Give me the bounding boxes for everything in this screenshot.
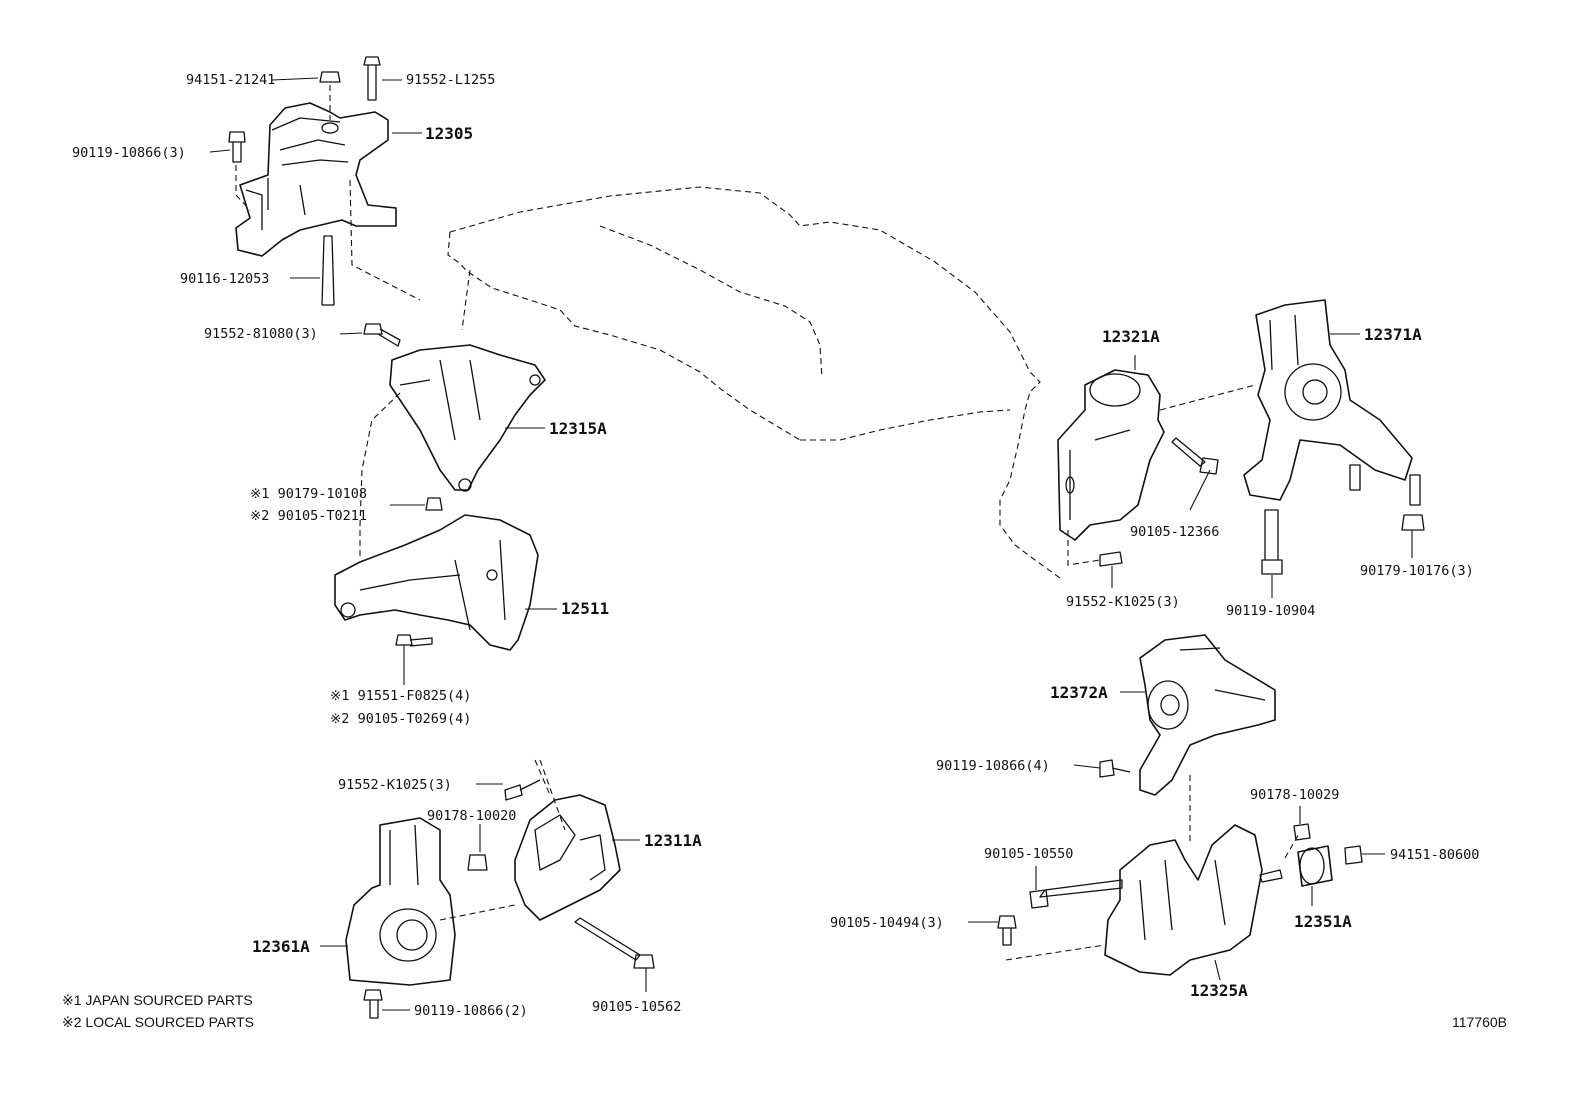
- label-90178-10020[interactable]: 90178-10020: [427, 808, 516, 824]
- label-90179-10108[interactable]: ※1 90179-10108: [250, 486, 367, 502]
- label-12372A[interactable]: 12372A: [1050, 683, 1108, 702]
- note-japan-sourced: ※1 JAPAN SOURCED PARTS: [62, 992, 253, 1008]
- footnotes: ※1 JAPAN SOURCED PARTS ※2 LOCAL SOURCED …: [62, 992, 1507, 1030]
- mount-12371A: [1243, 299, 1425, 575]
- label-90119-10866-2[interactable]: 90119-10866(2): [414, 1003, 528, 1019]
- leader-lines: [209, 77, 1413, 1011]
- mount-12305: [228, 56, 421, 306]
- mount-12372A: [1099, 634, 1276, 845]
- label-91552-K1025-3-right[interactable]: 91552-K1025(3): [1066, 594, 1180, 610]
- label-94151-21241[interactable]: 94151-21241: [186, 72, 275, 88]
- label-91552-L1255[interactable]: 91552-L1255: [406, 72, 495, 88]
- label-12315A[interactable]: 12315A: [549, 419, 607, 438]
- label-90119-10866-3[interactable]: 90119-10866(3): [72, 145, 186, 161]
- figure-id: 117760B: [1452, 1014, 1507, 1030]
- label-90119-10866-4[interactable]: 90119-10866(4): [936, 758, 1050, 774]
- label-91552-81080-3[interactable]: 91552-81080(3): [204, 326, 318, 342]
- label-90179-10176-3[interactable]: 90179-10176(3): [1360, 563, 1474, 579]
- label-12351A[interactable]: 12351A: [1294, 912, 1352, 931]
- label-91552-K1025-3-left[interactable]: 91552-K1025(3): [338, 777, 452, 793]
- note-local-sourced: ※2 LOCAL SOURCED PARTS: [62, 1014, 254, 1030]
- part-labels: 94151-21241 91552-L1255 12305 90119-1086…: [72, 72, 1479, 1019]
- label-90105-T0211[interactable]: ※2 90105-T0211: [250, 508, 367, 524]
- label-90105-10494-3[interactable]: 90105-10494(3): [830, 915, 944, 931]
- bracket-12321A: [1057, 369, 1256, 567]
- mount-12361A: [345, 817, 516, 1019]
- label-90105-10562[interactable]: 90105-10562: [592, 999, 681, 1015]
- label-90105-12366[interactable]: 90105-12366: [1130, 524, 1219, 540]
- label-12311A[interactable]: 12311A: [644, 831, 702, 850]
- label-12321A[interactable]: 12321A: [1102, 327, 1160, 346]
- label-90119-10904[interactable]: 90119-10904: [1226, 603, 1315, 619]
- label-90105-10550[interactable]: 90105-10550: [984, 846, 1073, 862]
- engine-outline: [447, 186, 1061, 579]
- label-90116-12053[interactable]: 90116-12053: [180, 271, 269, 287]
- bracket-12315A: [359, 269, 546, 560]
- label-90105-T0269-4[interactable]: ※2 90105-T0269(4): [330, 711, 471, 727]
- bracket-12311A: [467, 759, 655, 969]
- bracket-12325A: [997, 823, 1363, 976]
- label-12305[interactable]: 12305: [425, 124, 473, 143]
- label-12511[interactable]: 12511: [561, 599, 609, 618]
- bracket-12511: [334, 497, 539, 651]
- label-91551-F0825-4[interactable]: ※1 91551-F0825(4): [330, 688, 471, 704]
- label-12371A[interactable]: 12371A: [1364, 325, 1422, 344]
- label-12361A[interactable]: 12361A: [252, 937, 310, 956]
- label-12325A[interactable]: 12325A: [1190, 981, 1248, 1000]
- label-94151-80600[interactable]: 94151-80600: [1390, 847, 1479, 863]
- label-90178-10029[interactable]: 90178-10029: [1250, 787, 1339, 803]
